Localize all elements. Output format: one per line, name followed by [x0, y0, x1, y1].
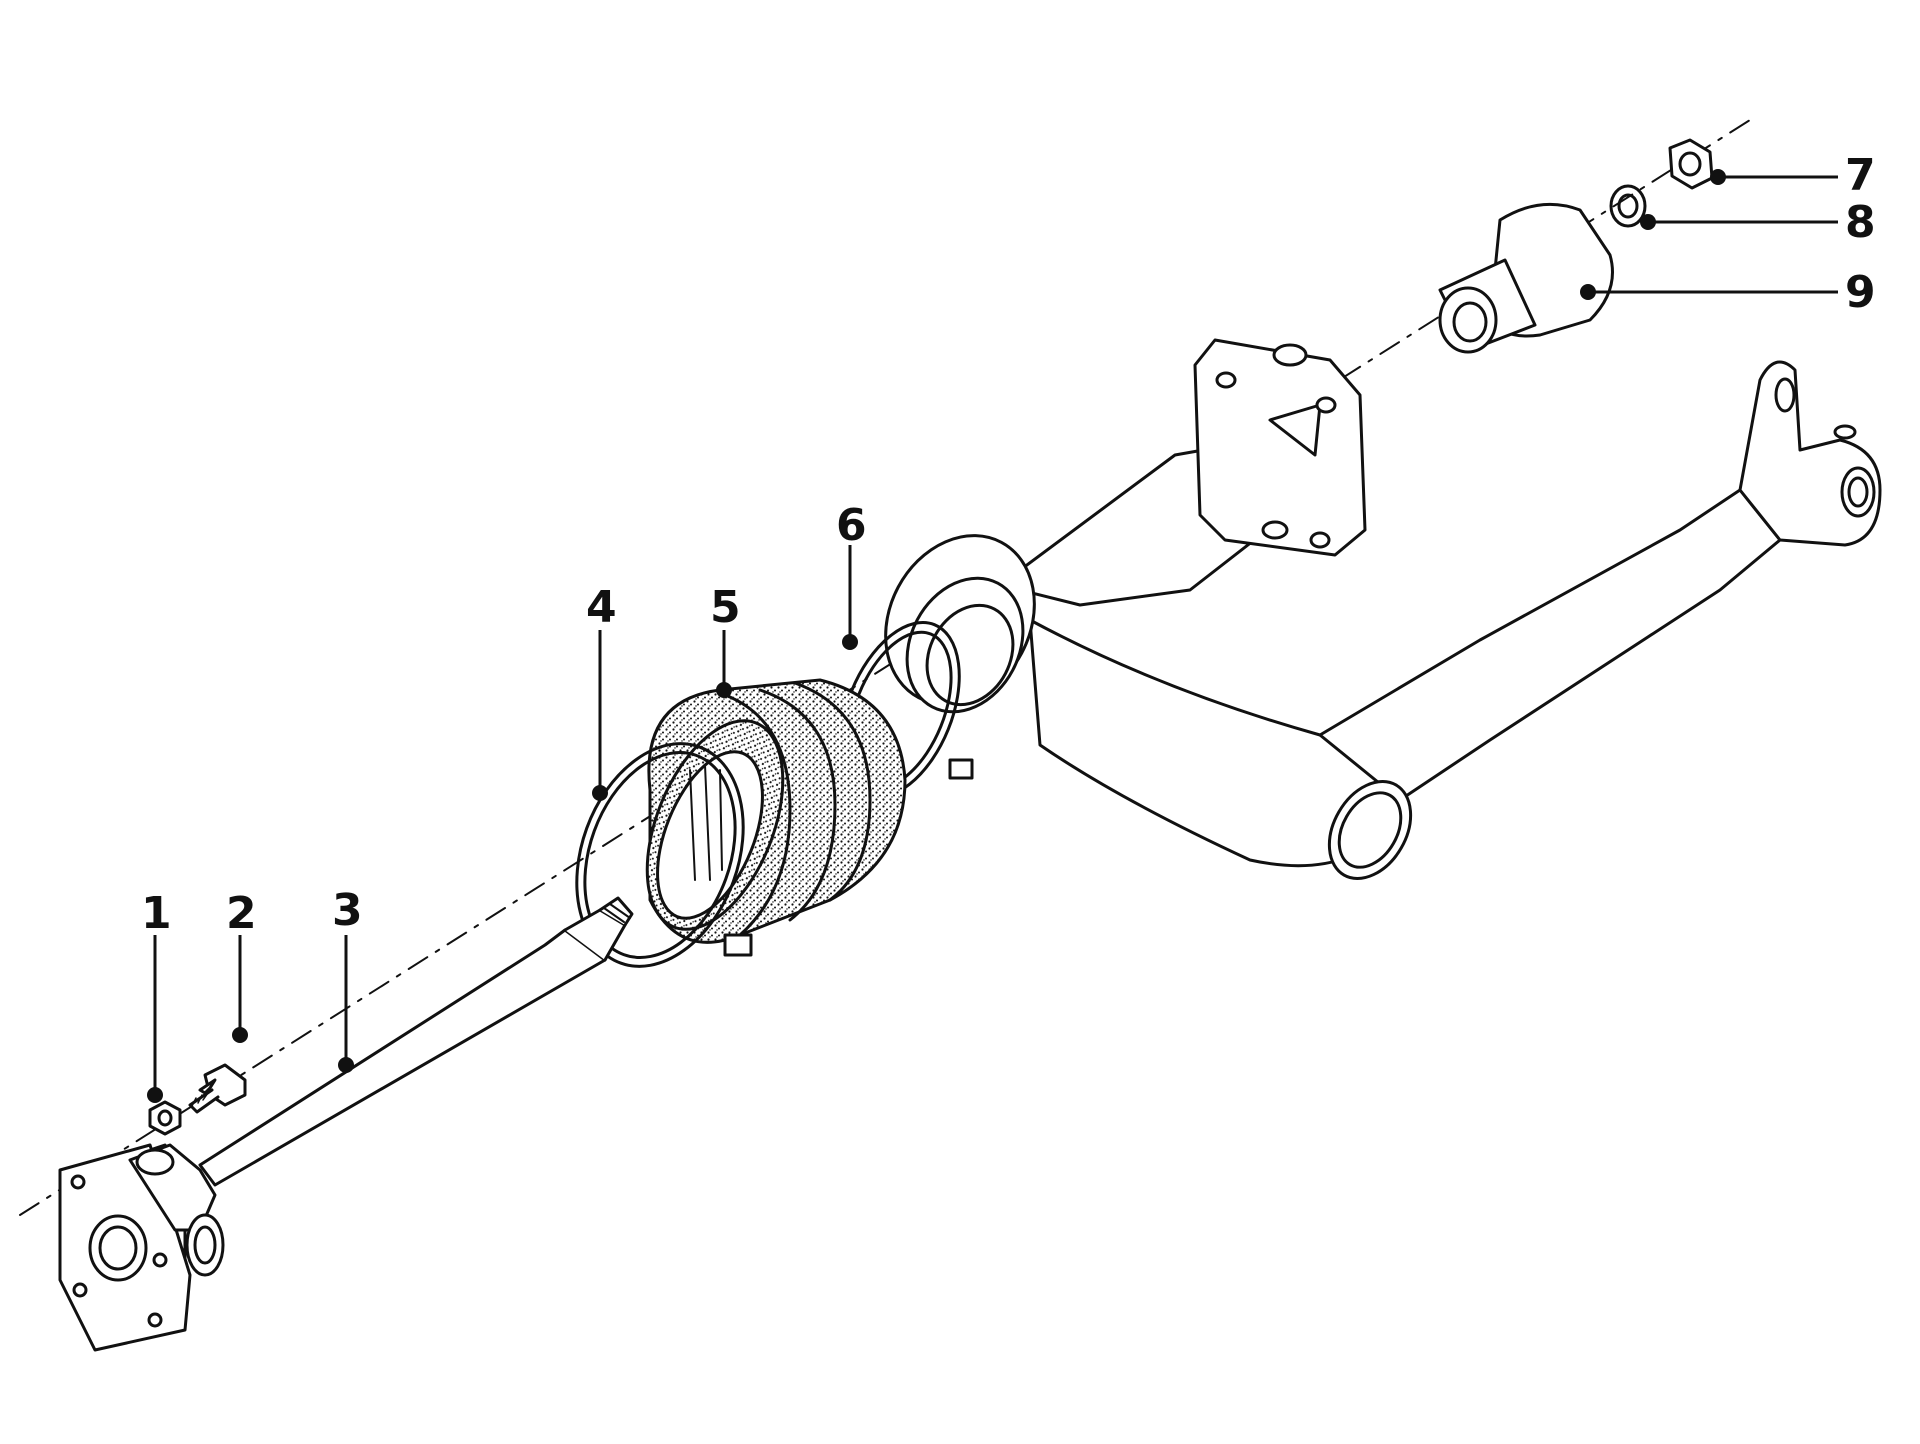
callout-number-8: 8	[1845, 197, 1876, 248]
callout-number-2: 2	[226, 888, 257, 939]
callout-number-7: 7	[1845, 150, 1876, 201]
callout-number-9: 9	[1845, 267, 1876, 318]
part-1-nut	[148, 1100, 182, 1136]
part-5-boot	[645, 678, 907, 944]
callout-dot-1	[147, 1087, 163, 1103]
callout-dot-2	[232, 1027, 248, 1043]
rear-flange-housing	[1193, 338, 1367, 557]
callout-dot-6	[842, 634, 858, 650]
part-2-bolt	[188, 1063, 247, 1114]
callout-dot-3	[338, 1057, 354, 1073]
callout-dot-8	[1640, 214, 1656, 230]
callout-dot-7	[1710, 169, 1726, 185]
part-7-nut	[1668, 138, 1714, 190]
callout-number-1: 1	[141, 888, 172, 939]
callout-dot-4	[592, 785, 608, 801]
callout-number-4: 4	[586, 582, 617, 633]
callout-dot-5	[716, 682, 732, 698]
part-8-washer	[1609, 184, 1647, 228]
part-4-clamp	[575, 742, 753, 968]
callout-dot-9	[1580, 284, 1596, 300]
part-9-bushing	[1438, 202, 1614, 354]
callout-number-6: 6	[836, 500, 867, 551]
callout-number-3: 3	[332, 885, 363, 936]
swing-arm	[884, 360, 1882, 880]
callout-number-5: 5	[710, 582, 741, 633]
part-3-driveshaft	[58, 896, 634, 1352]
